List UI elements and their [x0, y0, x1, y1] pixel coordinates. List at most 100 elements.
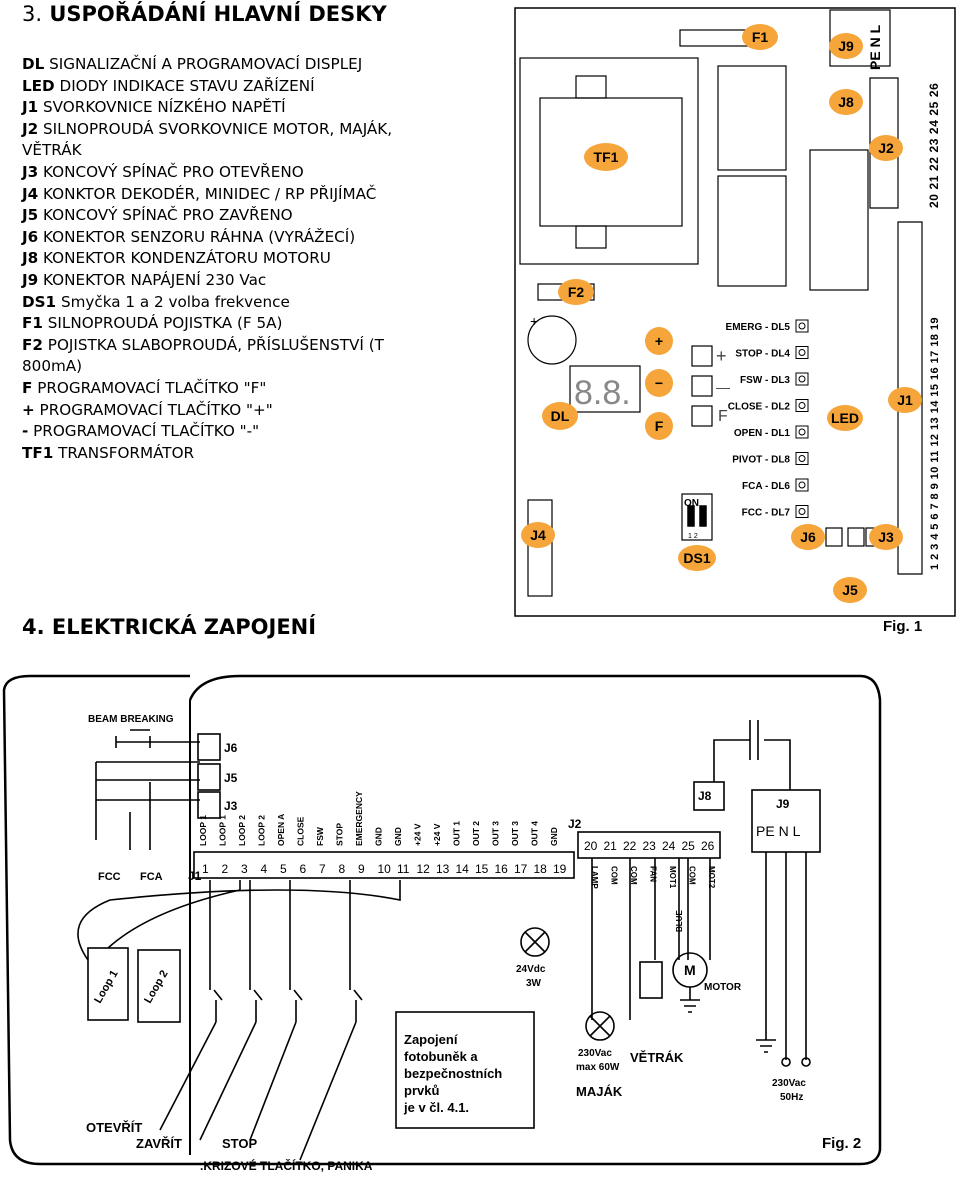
j2-terminal-name: COM [629, 866, 638, 885]
legend-row: J2 SILNOPROUDÁ SVORKOVNICE MOTOR, MAJÁK,… [22, 119, 442, 162]
j1-terminal-name: LOOP 2 [237, 815, 247, 846]
legend-row: TF1 TRANSFORMÁTOR [22, 443, 442, 465]
legend-text: KONCOVÝ SPÍNAČ PRO OTEVŘENO [38, 162, 304, 181]
legend-text: SVORKOVNICE NÍZKÉHO NAPĚTÍ [38, 98, 286, 117]
j2-terminal-name: MOT2 [707, 866, 716, 889]
legend-code: J3 [22, 162, 39, 181]
legend-code: F [22, 378, 33, 397]
fig2-label-majak: MAJÁK [576, 1084, 623, 1099]
led-label: STOP - DL4 [735, 349, 790, 360]
led-label: OPEN - DL1 [734, 428, 791, 439]
j1-terminal-name: +24 V [432, 823, 442, 846]
j1-terminal-number: 3 [241, 862, 248, 876]
legend-row: DS1 Smyčka 1 a 2 volba frekvence [22, 292, 442, 314]
legend-row: F PROGRAMOVACÍ TLAČÍTKO "F" [22, 378, 442, 400]
fig2-label-loop1: Loop 1 [92, 968, 120, 1005]
led-indicator [795, 372, 809, 386]
legend-text: PROGRAMOVACÍ TLAČÍTKO "+" [34, 400, 273, 419]
j2-terminal-number: 21 [604, 839, 618, 853]
badge-label-j1: J1 [897, 392, 913, 408]
legend-row: J6 KONEKTOR SENZORU RÁHNA (VYRÁŽECÍ) [22, 227, 442, 249]
badge-label-j8: J8 [838, 94, 854, 110]
j1-terminal-number: 13 [436, 862, 450, 876]
dip-on-label: ON [684, 498, 699, 509]
fig1-caption: Fig. 1 [883, 618, 922, 635]
j1-terminal-name: CLOSE [296, 816, 306, 846]
j1-terminal-name: OUT 3 [510, 821, 520, 846]
badge-j8 [829, 89, 863, 115]
legend-text: DIODY INDIKACE STAVU ZAŘÍZENÍ [54, 76, 315, 95]
section-4-heading: 4. ELEKTRICKÁ ZAPOJENÍ [22, 615, 317, 639]
j1-terminal-number: 17 [514, 862, 528, 876]
legend-code: J1 [22, 98, 39, 117]
j1-terminal-number: 14 [456, 862, 470, 876]
led-dot [798, 349, 806, 356]
fig2-label-fcc: FCC [98, 871, 121, 883]
j1-terminal-number: 18 [534, 862, 548, 876]
badge-j5 [833, 577, 867, 603]
section-3-heading: 3. USPOŘÁDÁNÍ HLAVNÍ DESKY [22, 2, 387, 26]
fig2-note-line: prvků [404, 1083, 439, 1098]
fig2-label-fca: FCA [140, 871, 163, 883]
fig2-label-lamp24: 24Vdc [516, 964, 546, 975]
j1-terminal-name: GND [374, 827, 384, 846]
legend-code: LED [22, 76, 55, 95]
led-dot [798, 481, 806, 489]
badge-minus [645, 369, 673, 397]
fig2-connector-label: J3 [224, 799, 238, 813]
led-dot [798, 455, 806, 462]
badge-label-ds1: DS1 [683, 550, 710, 566]
fig2-connector-label: J2 [568, 817, 582, 831]
led-indicator [795, 346, 809, 359]
led-label: PIVOT - DL8 [732, 455, 790, 466]
legend-code: J4 [22, 184, 39, 203]
fig2-label-power: 230Vac [772, 1078, 806, 1089]
j1-terminal-name: OUT 1 [452, 821, 462, 846]
legend-code: J2 [22, 119, 39, 138]
fig2-connector-label: J6 [224, 741, 238, 755]
j2-terminal-name: LAMP [590, 866, 599, 889]
j1-terminal-name: OUT 3 [491, 821, 501, 846]
legend-code: TF1 [22, 443, 54, 462]
legend-text: KONEKTOR KONDENZÁTORU MOTORU [38, 249, 331, 268]
badge-label-minus: − [655, 375, 663, 391]
badge-dl [542, 402, 578, 430]
fig2-label-stop: STOP [222, 1136, 257, 1151]
legend-text: KONEKTOR SENZORU RÁHNA (VYRÁŽECÍ) [38, 227, 356, 246]
badge-label-tf1: TF1 [594, 149, 619, 165]
badge-label-j3: J3 [878, 529, 894, 545]
led-label: FCA - DL6 [742, 481, 790, 492]
legend-text: Smyčka 1 a 2 volba frekvence [56, 292, 290, 311]
section-3-number: 3. [22, 2, 43, 26]
j1-terminal-number: 4 [261, 862, 268, 876]
badge-label-plus: + [655, 333, 663, 349]
badge-plus [645, 327, 673, 355]
legend-row: J4 KONKTOR DEKODÉR, MINIDEC / RP PŘIJÍMA… [22, 184, 442, 206]
legend-code: F1 [22, 314, 43, 333]
legend-row: F1 SILNOPROUDÁ POJISTKA (F 5A) [22, 313, 442, 335]
led-label: FSW - DL3 [740, 375, 790, 386]
j2-terminal-number: 22 [623, 839, 637, 853]
j1-terminal-number: 16 [495, 862, 509, 876]
j1-terminal-name: +24 V [413, 823, 423, 846]
legend-text: PROGRAMOVACÍ TLAČÍTKO "-" [28, 422, 260, 441]
badge-j4 [521, 522, 555, 548]
badge-label-j5: J5 [842, 582, 858, 598]
led-label: EMERG - DL5 [726, 322, 791, 333]
j2-terminal-number: 23 [643, 839, 657, 853]
j1-terminal-number: 12 [417, 862, 431, 876]
fig2-label-caption: Fig. 2 [822, 1135, 861, 1152]
led-dot [798, 375, 806, 383]
j2-terminal-number: 25 [682, 839, 696, 853]
legend-text: PROGRAMOVACÍ TLAČÍTKO "F" [32, 378, 267, 397]
badge-j9 [829, 33, 863, 59]
fig2-note-line: bezpečnostních [404, 1066, 502, 1081]
legend-text: KONCOVÝ SPÍNAČ PRO ZAVŘENO [38, 206, 293, 225]
j1-terminal-number: 6 [300, 862, 307, 876]
board-outline [514, 7, 956, 617]
button-mark-plus: + [716, 346, 727, 366]
led-indicator [795, 478, 809, 492]
